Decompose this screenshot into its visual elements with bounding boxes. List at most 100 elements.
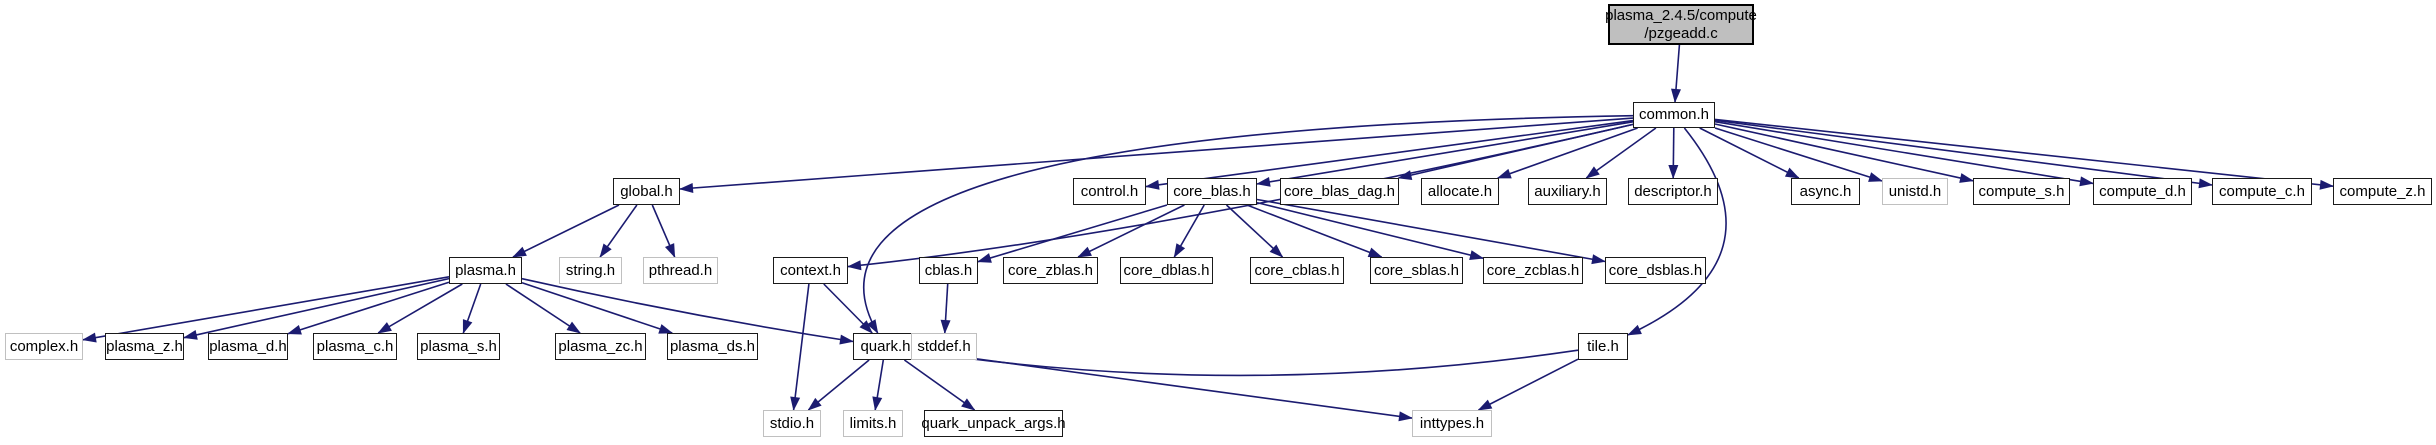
- graph-node-context[interactable]: context.h: [773, 257, 848, 284]
- graph-node-label: core_cblas.h: [1254, 261, 1340, 279]
- include-edge-common-to-unistd: [1714, 127, 1883, 182]
- include-edge-common-to-compute_c: [1714, 119, 2213, 189]
- graph-node-label: plasma_z.h: [106, 337, 183, 355]
- include-edge-quark-to-limits: [872, 359, 885, 411]
- include-edge-core_blas-to-core_zblas: [1077, 204, 1185, 258]
- graph-node-label: core_blas_dag.h: [1284, 182, 1395, 200]
- graph-node-quark_unpack_args[interactable]: quark_unpack_args.h: [921, 410, 1066, 437]
- graph-node-unistd: unistd.h: [1882, 178, 1948, 205]
- graph-node-global[interactable]: global.h: [613, 178, 680, 205]
- graph-node-label: descriptor.h: [1634, 182, 1712, 200]
- graph-node-label: common.h: [1638, 106, 1710, 124]
- graph-node-core_blas_dag[interactable]: core_blas_dag.h: [1280, 178, 1399, 205]
- graph-node-compute_c[interactable]: compute_c.h: [2212, 178, 2312, 205]
- include-edge-tile-to-inttypes: [1477, 358, 1579, 411]
- include-edge-core_blas-to-core_zcblas: [1256, 201, 1484, 260]
- graph-node-cblas[interactable]: cblas.h: [919, 257, 978, 284]
- include-edge-global-to-string: [599, 204, 638, 258]
- include-edge-common-to-control: [1145, 119, 1634, 190]
- graph-node-compute_s[interactable]: compute_s.h: [1973, 178, 2070, 205]
- graph-node-control[interactable]: control.h: [1073, 178, 1146, 205]
- graph-node-plasma_ds[interactable]: plasma_ds.h: [667, 333, 758, 360]
- graph-node-core_zblas[interactable]: core_zblas.h: [1003, 257, 1098, 284]
- graph-node-string: string.h: [559, 257, 622, 284]
- include-edge-context-to-stdio: [790, 283, 810, 411]
- graph-node-stdio: stdio.h: [763, 410, 821, 437]
- graph-node-label: plasma_zc.h: [558, 337, 643, 355]
- graph-node-descriptor[interactable]: descriptor.h: [1628, 178, 1718, 205]
- graph-node-plasma_z[interactable]: plasma_z.h: [105, 333, 184, 360]
- graph-node-label: cblas.h: [924, 261, 973, 279]
- include-edge-common-to-allocate: [1496, 127, 1638, 179]
- graph-node-inttypes: inttypes.h: [1412, 410, 1492, 437]
- graph-node-label: stdio.h: [769, 414, 815, 432]
- graph-node-core_sblas[interactable]: core_sblas.h: [1370, 257, 1463, 284]
- graph-node-label: core_dblas.h: [1123, 261, 1210, 279]
- graph-node-label: core_sblas.h: [1373, 261, 1460, 279]
- include-edge-plasma-to-plasma_z: [183, 277, 450, 340]
- include-edge-common-to-tile: [1627, 127, 1727, 336]
- graph-node-pthread: pthread.h: [643, 257, 718, 284]
- graph-node-label: core_zcblas.h: [1486, 261, 1580, 279]
- graph-node-label: core_zblas.h: [1007, 261, 1094, 279]
- include-edge-global-to-pthread: [651, 204, 676, 258]
- graph-node-plasma_c[interactable]: plasma_c.h: [313, 333, 397, 360]
- include-edge-common-to-quark: [862, 114, 1634, 334]
- graph-node-label: quark_unpack_args.h: [921, 414, 1066, 432]
- graph-node-plasma_zc[interactable]: plasma_zc.h: [555, 333, 646, 360]
- graph-node-label: plasma_ds.h: [669, 337, 756, 355]
- graph-node-label: auxiliary.h: [1534, 182, 1601, 200]
- include-edge-common-to-compute_d: [1714, 120, 2094, 187]
- graph-node-compute_d[interactable]: compute_d.h: [2093, 178, 2192, 205]
- graph-node-label: control.h: [1080, 182, 1139, 200]
- graph-node-core_cblas[interactable]: core_cblas.h: [1250, 257, 1344, 284]
- include-edge-quark-to-stdio: [807, 359, 870, 411]
- graph-node-tile[interactable]: tile.h: [1578, 333, 1628, 360]
- include-edge-plasma-to-complex: [82, 276, 450, 343]
- include-edge-common-to-context: [847, 123, 1634, 271]
- graph-node-plasma_d[interactable]: plasma_d.h: [208, 333, 288, 360]
- graph-node-complex: complex.h: [5, 333, 83, 360]
- graph-node-label: plasma.h: [455, 261, 516, 279]
- graph-node-label: unistd.h: [1888, 182, 1942, 200]
- graph-node-label: core_dsblas.h: [1608, 261, 1703, 279]
- graph-node-stddef: stddef.h: [911, 333, 977, 360]
- graph-node-label: compute_s.h: [1978, 182, 2065, 200]
- graph-node-core_blas[interactable]: core_blas.h: [1167, 178, 1257, 205]
- graph-node-core_dblas[interactable]: core_dblas.h: [1120, 257, 1213, 284]
- graph-node-allocate[interactable]: allocate.h: [1421, 178, 1499, 205]
- graph-node-label: compute_z.h: [2339, 182, 2426, 200]
- graph-node-async[interactable]: async.h: [1791, 178, 1860, 205]
- graph-node-label: quark.h: [860, 337, 911, 355]
- include-edge-pzgeadd-to-common: [1671, 44, 1681, 103]
- include-edge-plasma-to-plasma_zc: [505, 283, 581, 334]
- include-edge-quark-to-quark_unpack_args: [903, 359, 976, 411]
- graph-node-quark[interactable]: quark.h: [853, 333, 918, 360]
- graph-node-label: string.h: [565, 261, 616, 279]
- include-edge-common-to-core_blas: [1256, 121, 1634, 187]
- graph-node-core_dsblas[interactable]: core_dsblas.h: [1605, 257, 1706, 284]
- graph-node-core_zcblas[interactable]: core_zcblas.h: [1483, 257, 1583, 284]
- graph-node-label: plasma_c.h: [316, 337, 394, 355]
- graph-node-label: pthread.h: [648, 261, 713, 279]
- graph-node-label: core_blas.h: [1173, 182, 1251, 200]
- include-edge-core_blas-to-core_sblas: [1246, 204, 1383, 258]
- graph-node-plasma[interactable]: plasma.h: [449, 257, 522, 284]
- graph-node-common[interactable]: common.h: [1633, 102, 1715, 128]
- include-edge-plasma-to-plasma_d: [287, 281, 450, 335]
- graph-node-auxiliary[interactable]: auxiliary.h: [1528, 178, 1607, 205]
- include-edge-core_blas-to-core_dsblas: [1256, 198, 1606, 265]
- graph-node-label: complex.h: [9, 337, 79, 355]
- graph-node-limits: limits.h: [843, 410, 903, 437]
- include-edge-plasma-to-plasma_c: [377, 283, 463, 334]
- graph-node-label: allocate.h: [1427, 182, 1493, 200]
- graph-node-label: global.h: [620, 182, 673, 200]
- include-edge-core_blas-to-cblas: [977, 204, 1168, 263]
- include-edge-common-to-global: [679, 117, 1634, 194]
- graph-node-compute_z[interactable]: compute_z.h: [2333, 178, 2432, 205]
- include-edge-common-to-auxiliary: [1585, 127, 1657, 179]
- graph-node-label: inttypes.h: [1419, 414, 1485, 432]
- graph-node-label: context.h: [780, 261, 841, 279]
- graph-node-plasma_s[interactable]: plasma_s.h: [417, 333, 500, 360]
